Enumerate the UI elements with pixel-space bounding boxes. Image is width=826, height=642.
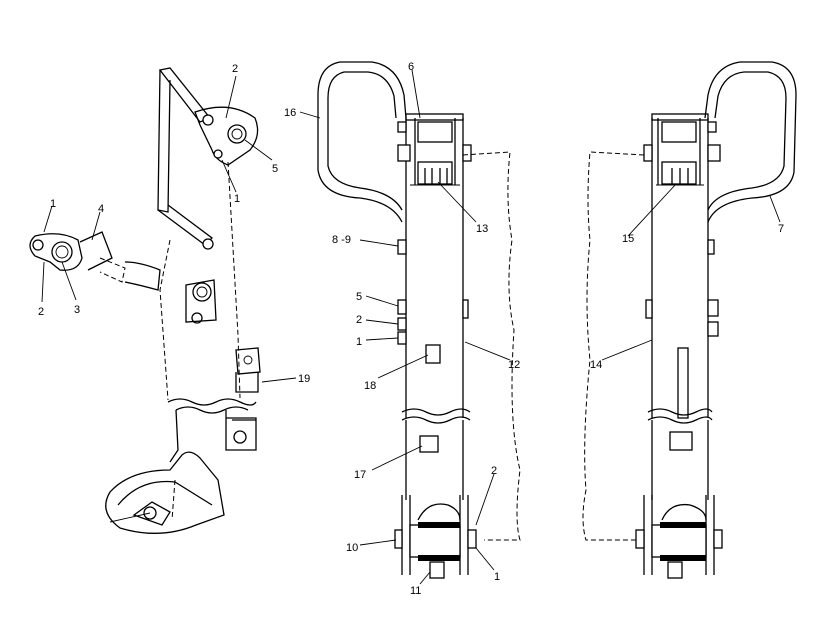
boss-icon: [192, 282, 212, 302]
clip-icon: [425, 344, 441, 364]
callout-mid-6: 6: [408, 61, 414, 73]
bolt-head-icon: [397, 144, 411, 162]
bolt-icon: [397, 299, 407, 315]
callout-left-4: 4: [98, 203, 104, 215]
pin-hole-icon: [202, 114, 214, 126]
callout-left-5: 5: [272, 163, 278, 175]
washer-icon: [397, 317, 407, 331]
rear-view: [582, 61, 797, 579]
callout-right-14: 14: [590, 359, 602, 371]
callout-mid-10: 10: [346, 542, 358, 554]
callout-left-19: 19: [298, 373, 310, 385]
callout-mid-5: 5: [356, 291, 362, 303]
bushing-icon: [227, 124, 247, 144]
ball-joint-icon: [51, 241, 73, 263]
pin-head-icon: [394, 529, 403, 549]
pin-hole-icon: [32, 239, 44, 251]
part-labels: 1 4 2 3 2 5 1 19 16 6 13 8 -9 5 2 1 12 1…: [38, 61, 784, 597]
callout-mid-8-9: 8 -9: [332, 234, 351, 246]
callout-mid-12: 12: [508, 359, 520, 371]
callout-mid-18: 18: [364, 380, 376, 392]
pin-hole-icon: [202, 238, 214, 250]
callout-right-7: 7: [778, 223, 784, 235]
callout-left-2b: 2: [232, 63, 238, 75]
callout-mid-2b: 2: [491, 465, 497, 477]
grease-fitting-icon: [429, 561, 445, 579]
pin-hole-icon: [213, 149, 223, 159]
callout-left-3: 3: [74, 304, 80, 316]
callout-mid-1b: 1: [494, 571, 500, 583]
callout-mid-1a: 1: [356, 336, 362, 348]
leader-lines: [41, 69, 781, 585]
callout-mid-16: 16: [284, 107, 296, 119]
strap-icon: [677, 347, 689, 419]
bolt-icon: [397, 239, 407, 255]
callout-left-1b: 1: [234, 193, 240, 205]
callout-left-1a: 1: [50, 198, 56, 210]
nut-icon: [467, 529, 477, 549]
callout-mid-11: 11: [410, 585, 421, 597]
nut-icon: [397, 331, 407, 345]
callout-mid-13: 13: [476, 223, 488, 235]
callout-mid-17: 17: [354, 469, 366, 481]
callout-left-2a: 2: [38, 306, 44, 318]
callout-mid-2a: 2: [356, 314, 362, 326]
front-view: [317, 61, 521, 579]
pin-head-icon: [635, 529, 645, 549]
bolt-head-icon: [643, 144, 653, 162]
callout-right-15: 15: [622, 233, 634, 245]
left-side-view: [29, 67, 261, 534]
bolt-head-icon: [233, 430, 247, 444]
clip-icon: [419, 435, 439, 453]
